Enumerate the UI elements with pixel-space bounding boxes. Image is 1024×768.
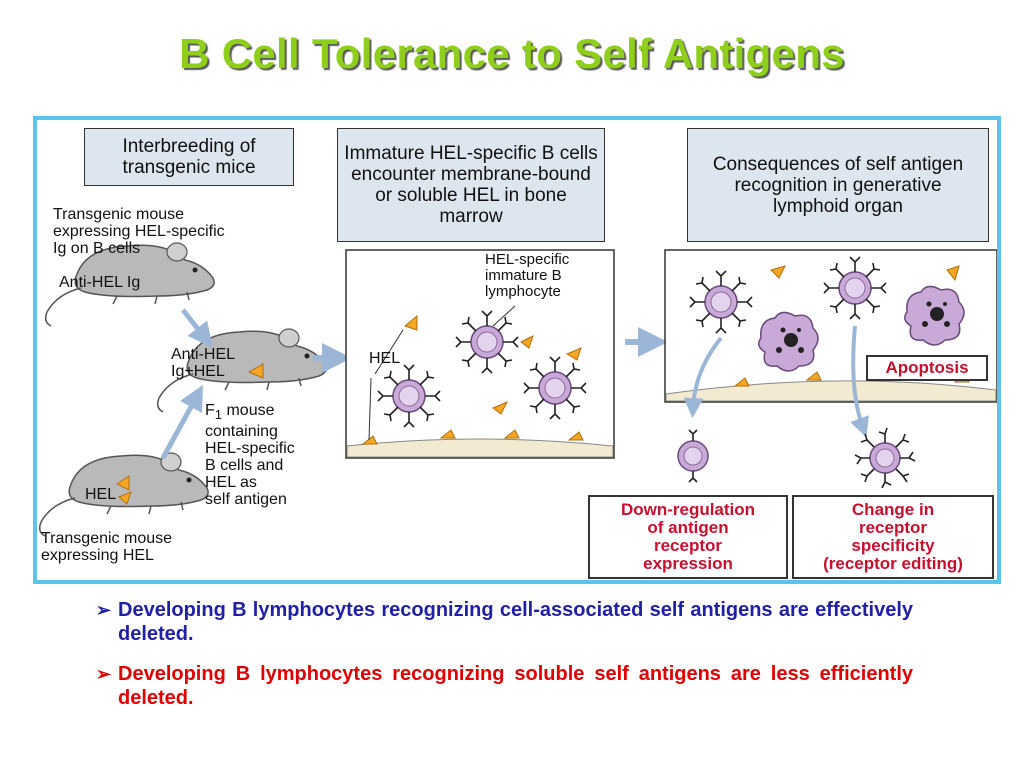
bullet-text: Developing B lymphocytes recognizing cel…: [118, 599, 913, 645]
bullet-cell-associated: ➢ Developing B lymphocytes recognizing c…: [96, 598, 913, 646]
label-transgenic-hel-mouse: Transgenic mouse expressing HEL: [41, 530, 173, 564]
header-consequences: Consequences of self antigen recognition…: [687, 128, 989, 242]
bullet-arrow-icon: ➢: [96, 664, 112, 684]
apoptosis-label: Apoptosis: [866, 355, 988, 381]
receptor-editing-box: Change in receptor specificity (receptor…: [792, 495, 994, 579]
apoptotic-cell: [904, 285, 965, 346]
diagram-frame: Interbreeding of transgenic mice Immatur…: [33, 116, 1001, 584]
header-immature: Immature HEL-specific B cells encounter …: [337, 128, 605, 242]
apoptotic-cell: [758, 311, 819, 372]
label-anti-hel-ig-hel: Anti-HEL Ig+HEL: [171, 346, 236, 380]
membrane-surface: [346, 438, 614, 458]
header-interbreeding: Interbreeding of transgenic mice: [84, 128, 294, 186]
arrow-up: [160, 385, 204, 460]
antigen-triangle: [116, 475, 130, 491]
edited-b-cell: [854, 427, 916, 489]
label-transgenic-ig-mouse: Transgenic mouse expressing HEL-specific…: [53, 206, 225, 257]
bullet-soluble: ➢ Developing B lymphocytes recognizing s…: [96, 662, 913, 710]
arrow-down: [181, 308, 213, 348]
label-hel: HEL: [369, 350, 401, 367]
bullet-text: Developing B lymphocytes recognizing sol…: [118, 663, 913, 709]
down-regulated-b-cell: [677, 429, 709, 483]
label-hel-specific-b: HEL-specific immature B lymphocyte: [485, 251, 570, 300]
label-anti-hel-ig: Anti-HEL Ig: [59, 274, 141, 291]
antigen-triangle: [118, 491, 132, 505]
label-f1-mouse: F1 mouse containing HEL-specific B cells…: [205, 402, 295, 509]
hel-pointer-line: [374, 329, 404, 375]
arrow-down-regulation: [683, 336, 723, 418]
hel-pointer-line: [368, 377, 372, 441]
cell-pointer-line: [492, 305, 516, 327]
bullet-arrow-icon: ➢: [96, 600, 112, 620]
membrane-hel: [361, 429, 584, 445]
arrow-receptor-editing: [850, 325, 869, 438]
slide-title: B Cell Tolerance to Self Antigens: [179, 30, 845, 77]
label-hel-mouse: HEL: [85, 486, 117, 503]
soluble-hel: [403, 314, 582, 415]
soluble-hel: [770, 265, 960, 282]
antigen-triangle: [247, 363, 264, 379]
down-regulation-box: Down-regulation of antigen receptor expr…: [588, 495, 788, 579]
